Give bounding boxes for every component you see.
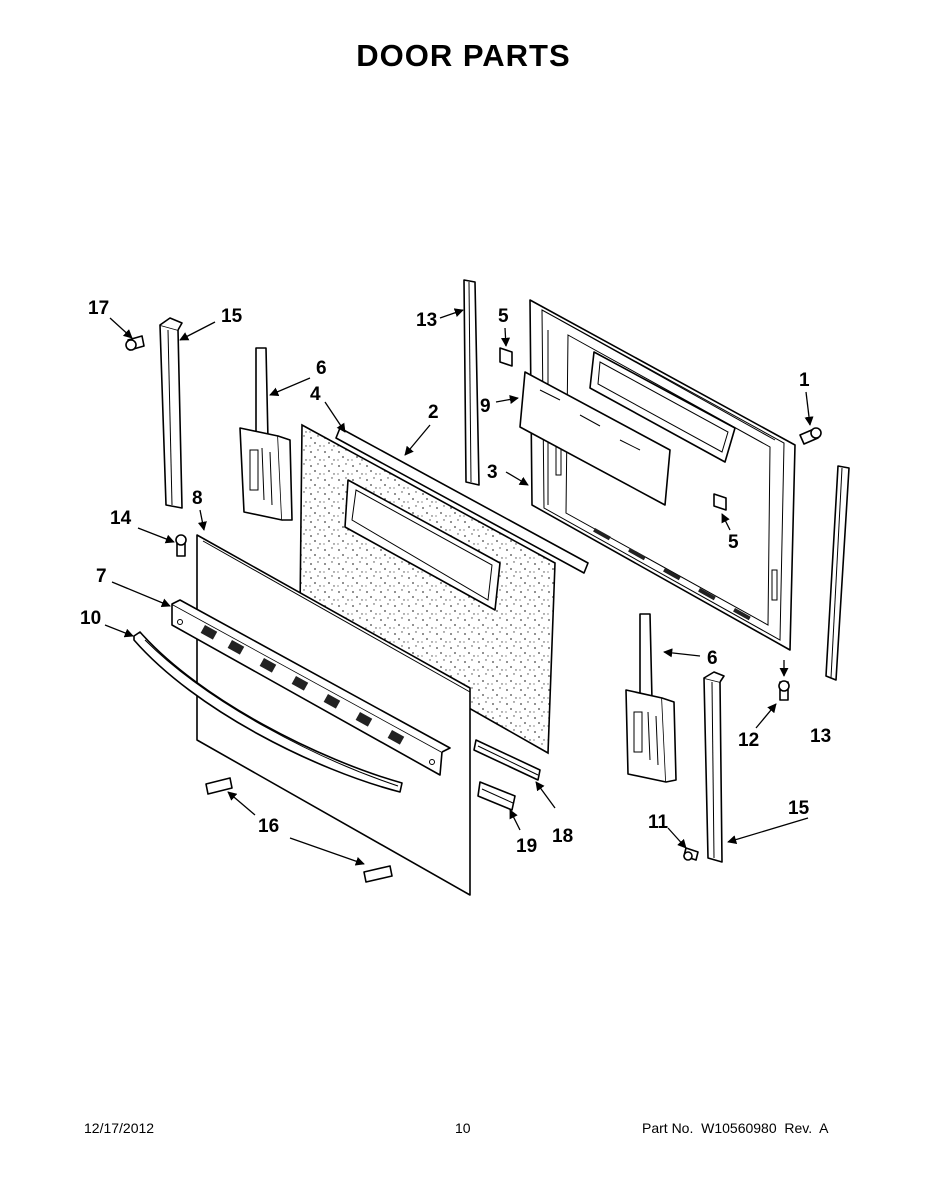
hinge-receptacle-lower bbox=[363, 865, 393, 883]
callout-17: 17 bbox=[88, 298, 109, 319]
callout-6-left: 6 bbox=[316, 358, 327, 379]
callout-1: 1 bbox=[799, 370, 810, 391]
callout-4: 4 bbox=[310, 384, 321, 405]
callout-19: 19 bbox=[516, 836, 537, 857]
callout-11: 11 bbox=[648, 812, 669, 833]
leader-lines bbox=[104, 308, 814, 866]
screw-1 bbox=[799, 427, 822, 445]
callouts: 1 2 3 4 5 5 6 6 7 8 9 10 11 12 13 13 14 … bbox=[80, 298, 831, 857]
callout-16: 16 bbox=[258, 816, 279, 837]
screw-17 bbox=[125, 335, 145, 351]
callout-3: 3 bbox=[487, 462, 498, 483]
bottom-vent-duct bbox=[477, 781, 516, 811]
callout-18: 18 bbox=[552, 826, 573, 847]
hinge-channel-left bbox=[159, 317, 183, 509]
bottom-trim bbox=[473, 739, 541, 781]
page-title: DOOR PARTS bbox=[356, 38, 571, 73]
door-glass bbox=[519, 371, 671, 506]
footer-page-number: 10 bbox=[455, 1120, 471, 1136]
retainer-clip-upper bbox=[499, 347, 513, 367]
callout-12: 12 bbox=[738, 730, 759, 751]
callout-13-left: 13 bbox=[416, 310, 437, 331]
callout-2: 2 bbox=[428, 402, 439, 423]
hinge-right bbox=[625, 613, 677, 783]
hinge-channel-right bbox=[703, 671, 725, 863]
side-trim-left bbox=[463, 279, 480, 486]
door-handle bbox=[133, 631, 403, 793]
callout-9: 9 bbox=[480, 396, 491, 417]
callout-8: 8 bbox=[192, 488, 203, 509]
callout-14: 14 bbox=[110, 508, 132, 529]
screw-12 bbox=[778, 680, 790, 701]
door-insulation bbox=[299, 423, 556, 755]
callout-5-upper: 5 bbox=[498, 306, 509, 327]
screw-14 bbox=[175, 534, 187, 557]
callout-10: 10 bbox=[80, 608, 101, 629]
retainer-clip-lower bbox=[713, 493, 727, 511]
hinge-left bbox=[239, 347, 293, 521]
side-trim-right bbox=[825, 465, 850, 681]
callout-15-left: 15 bbox=[221, 306, 243, 327]
vent-trim bbox=[171, 599, 451, 776]
footer-date: 12/17/2012 bbox=[84, 1120, 155, 1136]
callout-15-right: 15 bbox=[788, 798, 810, 819]
door-gasket bbox=[335, 427, 589, 574]
footer-part-number: Part No. W10560980 Rev. A bbox=[642, 1120, 829, 1136]
callout-5-lower: 5 bbox=[728, 532, 739, 553]
callout-7: 7 bbox=[96, 566, 107, 587]
hinge-receptacle-upper bbox=[205, 777, 233, 795]
callout-6-right: 6 bbox=[707, 648, 718, 669]
screw-11 bbox=[683, 847, 699, 861]
callout-13-right: 13 bbox=[810, 726, 831, 747]
